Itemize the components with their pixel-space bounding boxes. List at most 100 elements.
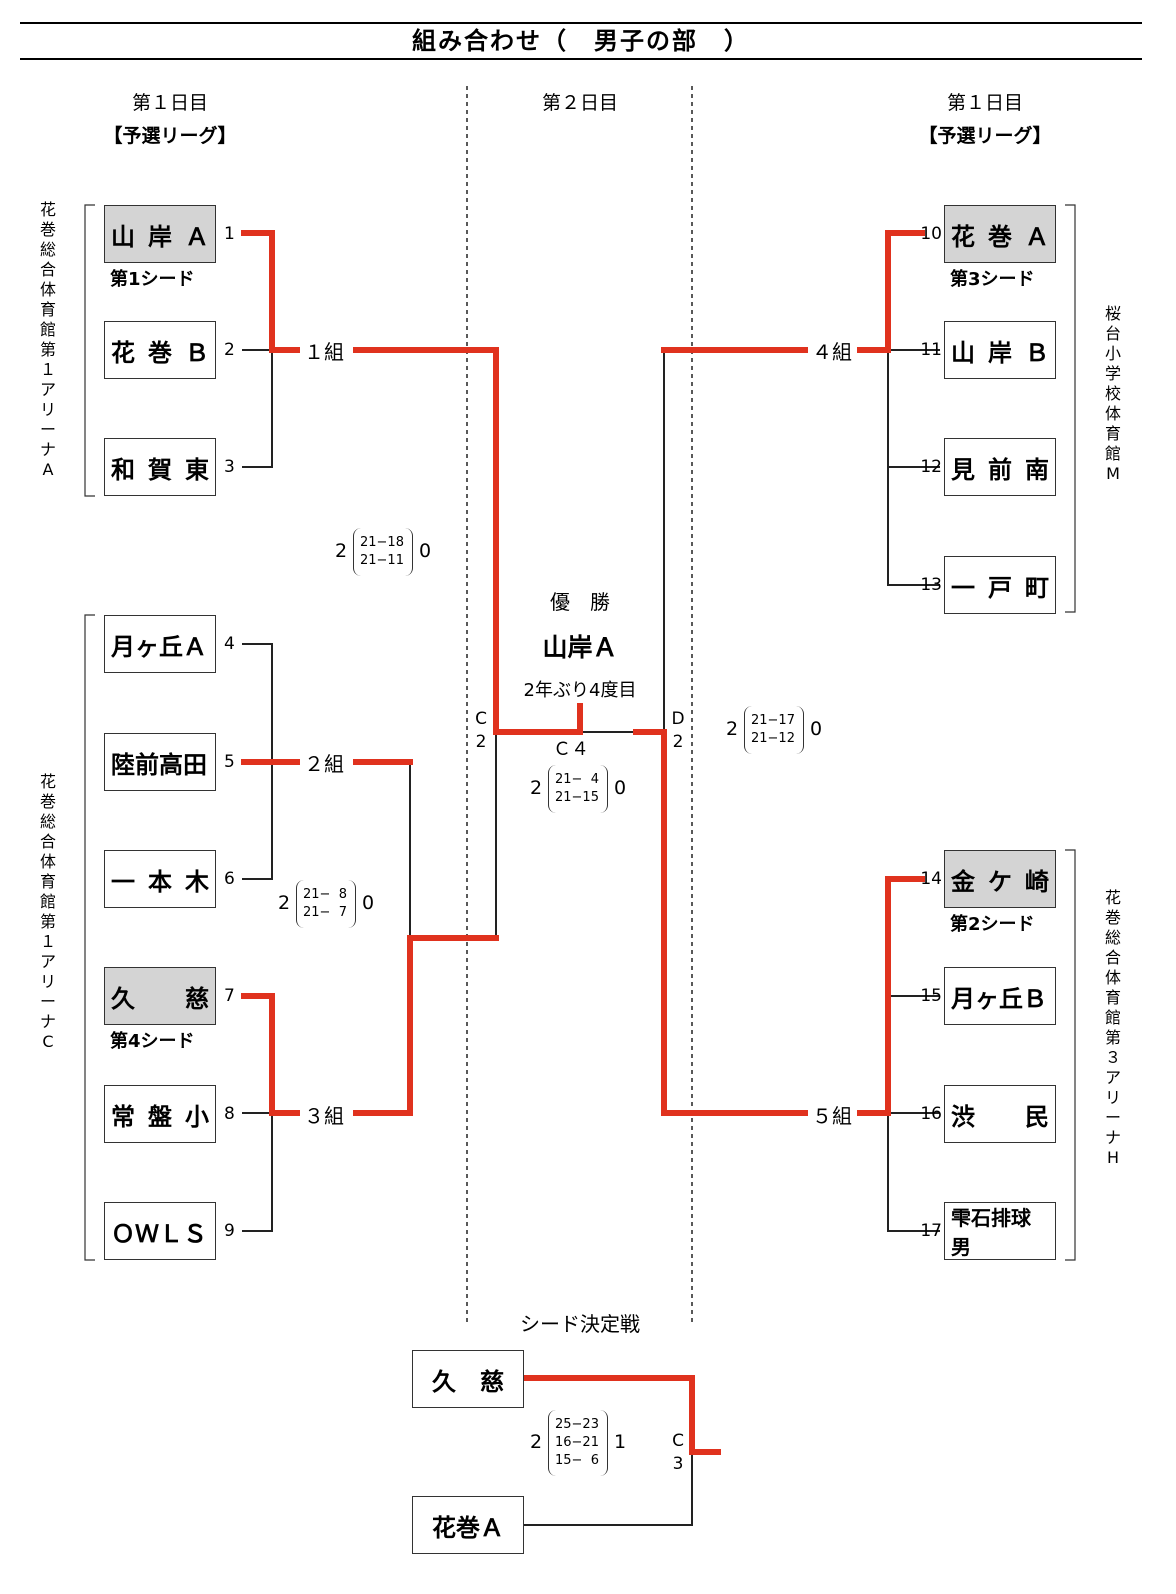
seed-team-2: 花巻Ａ [412, 1496, 524, 1554]
team-number: 1 [224, 224, 235, 244]
seed-label: 第1シード [110, 269, 195, 290]
set-score: 16−21 [555, 1435, 599, 1450]
seed-team-1: 久 慈 [412, 1350, 524, 1408]
team-box: 雫石排球男 [944, 1202, 1056, 1260]
score-left: 2 [726, 718, 739, 740]
score-sets: 21−17 21−12 [748, 712, 798, 748]
team-number: 9 [224, 1221, 235, 1241]
team-box: 和賀東 [104, 438, 216, 496]
set-score: 21− 7 [303, 905, 347, 920]
group-4: ４組 [808, 336, 856, 365]
team-number: 4 [224, 634, 235, 654]
set-score: 21−12 [751, 731, 795, 746]
team-box: 陸前高田 [104, 733, 216, 791]
court-c4: Ｃ４ [553, 739, 589, 760]
team-box: 花巻Ａ [944, 205, 1056, 263]
score-brace [296, 880, 356, 928]
group-5: ５組 [808, 1100, 856, 1129]
page-title: 組み合わせ（ 男子の部 ） [412, 27, 750, 55]
team-box: 月ヶ丘Ａ [104, 615, 216, 673]
center-header: 第２日目 [500, 88, 660, 115]
team-number: 5 [224, 752, 235, 772]
left-sub: 【予選リーグ】 [103, 125, 237, 147]
score-right: 1 [614, 1431, 627, 1453]
set-score: 21−17 [751, 713, 795, 728]
team-name: 雫石排球男 [951, 1206, 1031, 1259]
title-bar: 組み合わせ（ 男子の部 ） [20, 22, 1142, 60]
score-left: 2 [530, 1431, 543, 1453]
team-name: 久慈 [111, 984, 209, 1013]
set-score: 21−18 [360, 535, 404, 550]
team-number: 16 [920, 1104, 942, 1124]
team-number: 17 [920, 1221, 942, 1241]
team-name: 常盤小 [111, 1102, 209, 1131]
score-brace [548, 765, 608, 813]
team-number: 15 [920, 986, 942, 1006]
group-2: ２組 [300, 748, 348, 777]
venue-left-bottom: 花巻総合体育館第１アリーナC [39, 772, 56, 1051]
team-name: 渋民 [951, 1102, 1049, 1131]
set-score: 15− 6 [555, 1453, 599, 1468]
team-box: 一戸町 [944, 556, 1056, 614]
set-score: 21− 8 [303, 887, 347, 902]
team-number: 14 [920, 869, 942, 889]
team-box: 久慈 [104, 967, 216, 1025]
team-box: 金ケ崎 [944, 850, 1056, 908]
team-number: 3 [224, 457, 235, 477]
champion-note: 2年ぶり4度目 [523, 680, 637, 701]
score-right: 0 [810, 718, 823, 740]
score-right: 0 [614, 777, 627, 799]
champion-name: 山岸Ａ [542, 633, 618, 662]
team-name: 月ヶ丘Ａ [111, 632, 207, 661]
champion-label: 優 勝 [550, 590, 610, 614]
venue-left-top: 花巻総合体育館第１アリーナA [39, 200, 56, 479]
set-score: 21− 4 [555, 772, 599, 787]
venue-right-bottom: 花巻総合体育館第３アリーナH [1104, 888, 1121, 1167]
score-sets: 21− 4 21−15 [552, 771, 602, 807]
score-right: 0 [419, 540, 432, 562]
score-sets: 21− 8 21− 7 [300, 886, 350, 922]
team-number: 10 [920, 224, 942, 244]
seed-label: 第3シード [950, 269, 1035, 290]
team-name: 和賀東 [111, 455, 209, 484]
group-3: ３組 [300, 1100, 348, 1129]
score-left: 2 [335, 540, 348, 562]
team-number: 6 [224, 869, 235, 889]
team-number: 12 [920, 457, 942, 477]
score-sets: 25−23 16−21 15− 6 [552, 1416, 602, 1470]
right-day: 第１日目 [946, 92, 1023, 114]
team-number: 13 [920, 575, 942, 595]
team-number: 7 [224, 986, 235, 1006]
group-1: １組 [300, 336, 348, 365]
seed-match-title: シード決定戦 [520, 1312, 640, 1336]
score-right: 0 [362, 892, 375, 914]
team-box: 山岸Ｂ [944, 321, 1056, 379]
team-name: 山岸Ａ [111, 222, 209, 251]
team-name: 花巻Ｂ [111, 338, 209, 367]
right-header: 第１日目 【予選リーグ】 [905, 88, 1065, 148]
team-name: 一戸町 [951, 573, 1049, 602]
team-name: 山岸Ｂ [951, 338, 1049, 367]
score-left: 2 [530, 777, 543, 799]
team-box: 月ヶ丘Ｂ [944, 967, 1056, 1025]
team-number: 11 [920, 340, 942, 360]
set-score: 21−15 [555, 790, 599, 805]
team-name: ＯＷＬＳ [111, 1219, 207, 1248]
center-day: 第２日目 [541, 92, 618, 114]
score-left: 2 [278, 892, 291, 914]
team-name: 花巻Ａ [951, 222, 1049, 251]
set-score: 25−23 [555, 1417, 599, 1432]
seed-label: 第4シード [110, 1031, 195, 1052]
score-brace [548, 1410, 608, 1476]
team-name: 陸前高田 [111, 750, 207, 779]
left-day: 第１日目 [131, 92, 208, 114]
left-header: 第１日目 【予選リーグ】 [90, 88, 250, 148]
team-name: 金ケ崎 [951, 867, 1049, 896]
right-sub: 【予選リーグ】 [918, 125, 1052, 147]
team-number: 8 [224, 1104, 235, 1124]
team-number: 2 [224, 340, 235, 360]
